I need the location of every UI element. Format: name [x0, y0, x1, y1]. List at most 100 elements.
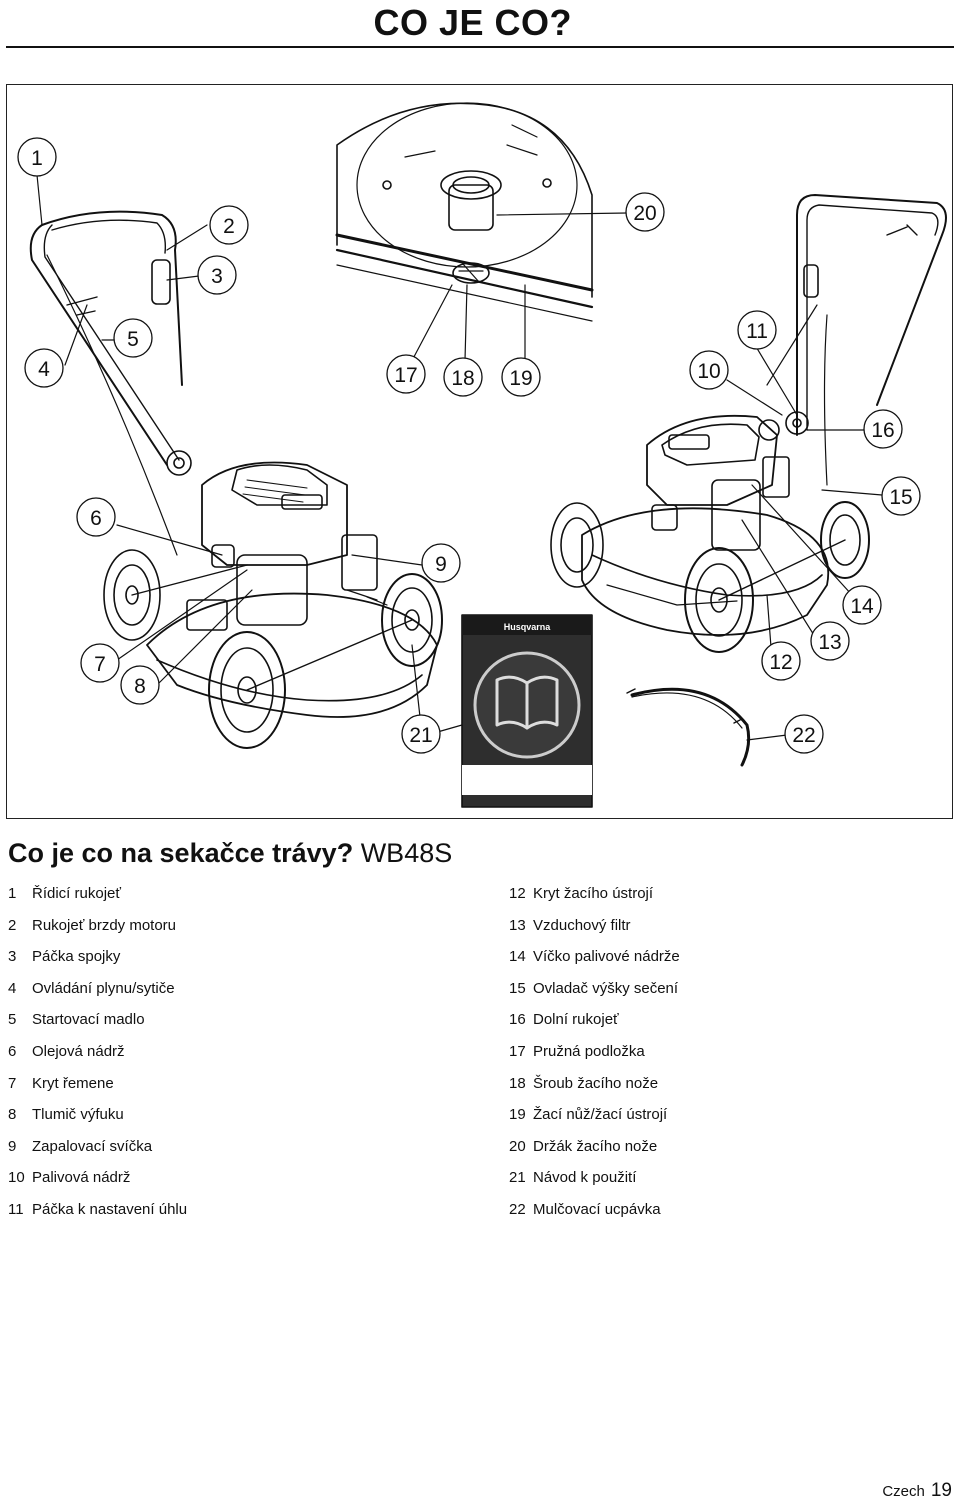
list-item: 3 Páčka spojky	[8, 941, 428, 973]
part-number: 4	[8, 979, 17, 997]
part-number: 17	[509, 1042, 526, 1060]
svg-text:1: 1	[31, 147, 43, 170]
part-label: Žací nůž/žací ústrojí	[533, 1106, 668, 1124]
blade-detail-inset	[335, 102, 594, 322]
callout-1: 1	[17, 137, 57, 177]
part-label: Startovací madlo	[32, 1011, 145, 1029]
svg-text:17: 17	[394, 364, 417, 387]
part-number: 15	[509, 979, 526, 997]
callout-markers: 1 2 3 4 5 6 7 8 9 10 11 12 13 14 15 16 1…	[17, 137, 921, 754]
svg-text:7: 7	[94, 653, 106, 676]
callout-4: 4	[24, 348, 64, 388]
list-item: 10 Palivová nádrž	[8, 1162, 428, 1194]
part-label: Vzduchový filtr	[533, 916, 631, 934]
callout-21: 21	[401, 714, 441, 754]
list-item: 12 Kryt žacího ústrojí	[509, 878, 929, 910]
callout-15: 15	[881, 476, 921, 516]
list-item: 14 Víčko palivové nádrže	[509, 941, 929, 973]
part-number: 13	[509, 916, 526, 934]
part-number: 10	[8, 1169, 25, 1187]
footer-language: Czech	[882, 1483, 925, 1500]
part-number: 19	[509, 1106, 526, 1124]
callout-2: 2	[209, 205, 249, 245]
callout-8: 8	[120, 665, 160, 705]
svg-text:6: 6	[90, 507, 102, 530]
part-number: 14	[509, 948, 526, 966]
part-label: Páčka k nastavení úhlu	[32, 1200, 188, 1218]
svg-text:11: 11	[746, 320, 768, 343]
part-label: Kryt řemene	[32, 1074, 114, 1092]
callout-12: 12	[761, 641, 801, 681]
part-label: Palivová nádrž	[32, 1169, 131, 1187]
part-label: Kryt žacího ústrojí	[533, 885, 654, 902]
parts-diagram-drawing: Husqvarna	[17, 102, 947, 808]
part-label: Pružná podložka	[533, 1042, 645, 1060]
callout-13: 13	[810, 621, 850, 661]
operators-manual-illustration: Husqvarna	[461, 614, 593, 808]
part-label: Držák žacího nože	[533, 1137, 658, 1155]
part-label: Návod k použití	[533, 1169, 637, 1187]
part-number: 21	[509, 1169, 526, 1187]
callout-7: 7	[80, 643, 120, 683]
part-number: 18	[509, 1074, 526, 1092]
mower-left-view	[29, 210, 443, 749]
callout-5: 5	[113, 318, 153, 358]
model-name: WB48S	[360, 838, 453, 868]
section-heading-text: Co je co na sekačce trávy?	[8, 838, 354, 868]
list-item: 17 Pružná podložka	[509, 1036, 929, 1068]
mulching-plug-illustration	[626, 687, 751, 767]
part-number: 20	[509, 1137, 526, 1155]
section-heading: Co je co na sekačce trávy? WB48S	[8, 838, 452, 869]
part-number: 5	[8, 1011, 17, 1029]
page-title: CO JE CO?	[373, 2, 572, 43]
mower-right-view	[550, 194, 947, 653]
list-item: 21 Návod k použití	[509, 1162, 929, 1194]
svg-text:20: 20	[633, 202, 656, 225]
callout-16: 16	[863, 409, 903, 449]
svg-text:15: 15	[889, 486, 912, 509]
svg-text:21: 21	[409, 724, 432, 747]
list-item: 13 Vzduchový filtr	[509, 910, 929, 942]
svg-text:2: 2	[223, 215, 235, 238]
part-label: Víčko palivové nádrže	[533, 948, 680, 966]
part-label: Šroub žacího nože	[533, 1074, 659, 1092]
part-label: Rukojeť brzdy motoru	[32, 916, 177, 934]
part-number: 1	[8, 885, 17, 902]
part-number: 12	[509, 885, 526, 902]
part-number: 9	[8, 1137, 17, 1155]
callout-9: 9	[421, 543, 461, 583]
list-item: 5 Startovací madlo	[8, 1004, 428, 1036]
callout-10: 10	[689, 350, 729, 390]
part-label: Páčka spojky	[32, 948, 121, 966]
callout-17: 17	[386, 354, 426, 394]
list-item: 19 Žací nůž/žací ústrojí	[509, 1099, 929, 1131]
part-number: 6	[8, 1042, 17, 1060]
callout-18: 18	[443, 357, 483, 397]
svg-text:14: 14	[850, 595, 874, 618]
list-item: 9 Zapalovací svíčka	[8, 1131, 428, 1163]
part-number: 2	[8, 916, 17, 934]
svg-text:18: 18	[451, 367, 474, 390]
callout-leader-lines	[36, 174, 883, 741]
svg-text:3: 3	[211, 265, 223, 288]
part-number: 7	[8, 1074, 17, 1092]
svg-text:12: 12	[769, 651, 792, 674]
part-label: Zapalovací svíčka	[32, 1137, 153, 1155]
title-rule	[6, 46, 954, 48]
part-label: Mulčovací ucpávka	[533, 1200, 661, 1218]
callout-14: 14	[842, 585, 882, 625]
callout-19: 19	[501, 357, 541, 397]
part-number: 3	[8, 948, 17, 966]
list-item: 15 Ovladač výšky sečení	[509, 973, 929, 1005]
manual-brand-text: Husqvarna	[504, 622, 552, 632]
part-label: Ovladač výšky sečení	[533, 979, 679, 997]
